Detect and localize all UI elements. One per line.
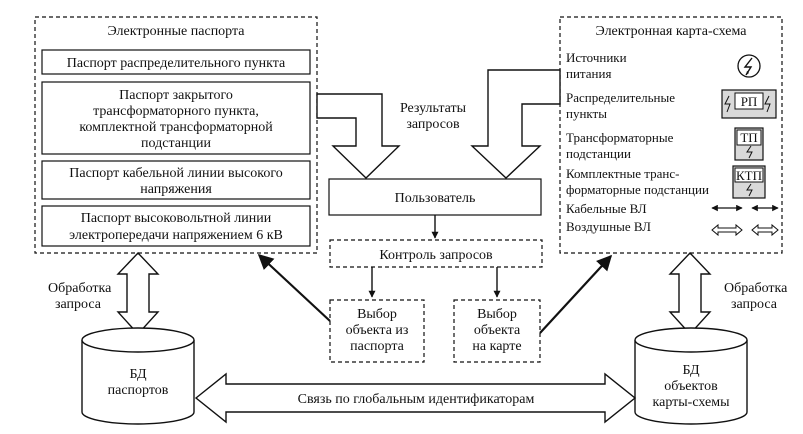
global-link-label: Связь по глобальным идентификаторам — [298, 392, 535, 407]
passport-item-2 — [41, 81, 311, 155]
select-passport-line-2: объекта из — [346, 323, 409, 338]
map-select-to-panel-arrow — [539, 254, 613, 334]
overhead-line-icon — [711, 223, 779, 237]
passport-item-3-line-2: напряжения — [140, 182, 212, 197]
global-link-arrow — [194, 372, 637, 424]
power-source-icon — [737, 54, 761, 78]
passports-panel-title: Электронные паспорта — [108, 24, 246, 39]
passport-item-3-line-1: Паспорт кабельной линии высокого — [69, 166, 282, 181]
select-map-line-2: объекта — [474, 323, 521, 338]
legend-complete-substation-line-2: форматорные подстанции — [566, 182, 709, 197]
select-from-passport-box — [329, 299, 425, 363]
results-arrow-left — [316, 93, 401, 179]
processing-right-line-2: запроса — [731, 297, 778, 312]
legend-power-source-line-2: питания — [566, 66, 611, 81]
legend-transformer-line-1: Трансформаторные — [566, 130, 674, 145]
legend-distribution-line-2: пункты — [566, 106, 607, 121]
map-scheme-panel-title: Электронная карта-схема — [596, 24, 748, 39]
db-objects-line-3: карты-схемы — [653, 395, 731, 410]
passport-item-3 — [41, 160, 311, 200]
select-passport-line-1: Выбор — [357, 307, 397, 322]
results-label-line-2: запросов — [406, 117, 460, 132]
select-map-line-1: Выбор — [477, 307, 517, 322]
passport-item-2-line-2: трансформаторного пункта, — [93, 104, 259, 119]
processing-left-line-2: запроса — [55, 297, 102, 312]
db-passports-line-2: паспортов — [108, 383, 169, 398]
passport-select-to-panel-arrow — [257, 253, 331, 322]
user-label: Пользователь — [395, 191, 476, 206]
results-label-line-1: Результаты — [400, 101, 467, 116]
complete-substation-icon: КТП — [732, 165, 766, 199]
transformer-substation-icon: ТП — [734, 127, 764, 161]
passport-item-4 — [41, 205, 311, 247]
passport-item-2-line-4: подстанции — [141, 136, 211, 151]
query-control-box — [329, 239, 543, 268]
legend-overhead-lines-label: Воздушные ВЛ — [566, 219, 651, 234]
query-control-label: Контроль запросов — [379, 248, 493, 263]
processing-arrow-right — [668, 251, 712, 336]
processing-right-line-1: Обработка — [724, 281, 788, 296]
db-passports-line-1: БД — [129, 367, 147, 382]
passport-item-2-line-3: комплектной трансформаторной — [79, 120, 273, 135]
select-on-map-box — [453, 299, 541, 363]
db-objects-cylinder: БД объектов карты-схемы — [634, 327, 748, 425]
distribution-point-icon: РП — [721, 89, 777, 119]
legend-transformer-line-2: подстанции — [566, 146, 631, 161]
select-map-line-3: на карте — [472, 339, 521, 354]
passports-panel: Электронные паспорта Паспорт распределит… — [34, 16, 318, 254]
distribution-point-icon-label: РП — [741, 94, 758, 109]
db-objects-line-2: объектов — [664, 379, 718, 394]
passport-item-4-line-2: электропередачи напряжением 6 кВ — [69, 228, 283, 243]
passport-item-4-line-1: Паспорт высоковольтной линии — [81, 211, 272, 226]
passport-item-1-label: Паспорт распределительного пункта — [67, 56, 286, 71]
legend-distribution-line-1: Распределительные — [566, 90, 675, 105]
results-arrow-right — [470, 69, 561, 179]
map-scheme-panel: Электронная карта-схема Источники питани… — [559, 16, 783, 254]
processing-left-line-1: Обработка — [48, 281, 112, 296]
passport-item-2-line-1: Паспорт закрытого — [119, 88, 233, 103]
user-box — [328, 178, 542, 216]
select-passport-line-3: паспорта — [350, 339, 405, 354]
legend-cable-lines-label: Кабельные ВЛ — [566, 201, 647, 216]
passport-item-1 — [41, 49, 311, 75]
db-objects-line-1: БД — [682, 363, 700, 378]
legend-power-source-line-1: Источники — [566, 50, 627, 65]
transformer-substation-icon-label: ТП — [740, 130, 757, 145]
legend-complete-substation-line-1: Комплектные транс- — [566, 166, 679, 181]
complete-substation-icon-label: КТП — [736, 168, 762, 183]
processing-arrow-left — [116, 251, 160, 336]
db-passports-cylinder: БД паспортов — [81, 327, 195, 425]
